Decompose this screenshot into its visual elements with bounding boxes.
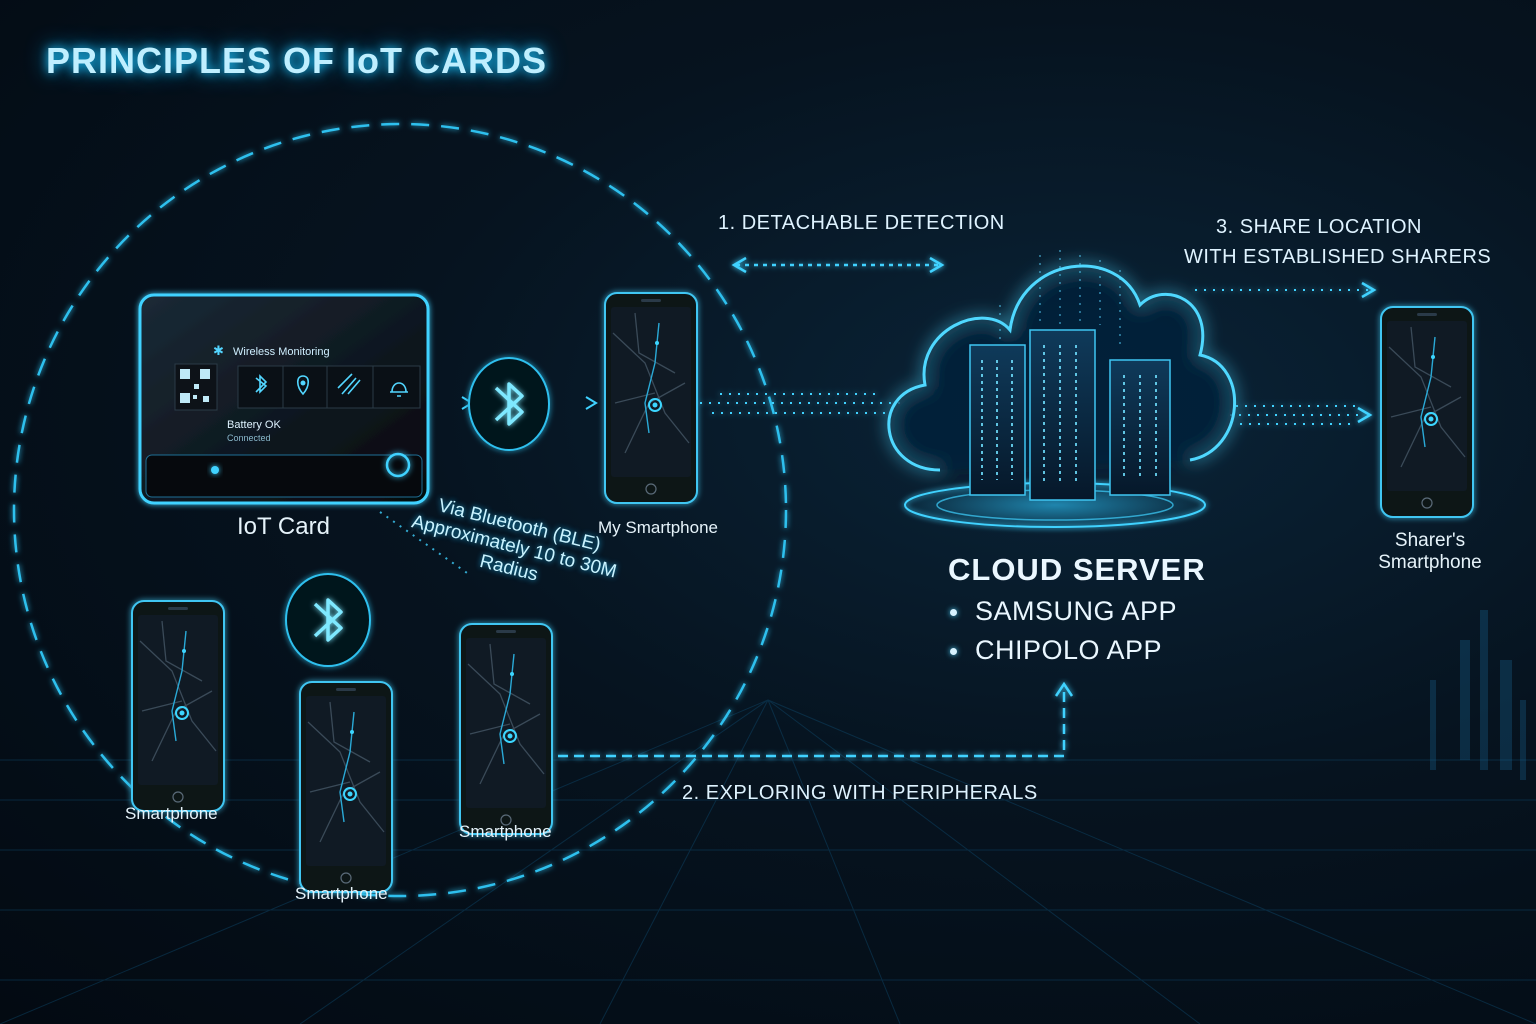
bluetooth-badge-peripheral: [285, 573, 371, 667]
cloud-server-title: CLOUD SERVER: [948, 552, 1206, 587]
step1-label: 1. DETACHABLE DETECTION: [718, 212, 1005, 234]
phone-to-cloud-stream: [700, 393, 900, 414]
cloud-app-list: SAMSUNG APP CHIPOLO APP: [950, 596, 1177, 674]
my-smartphone: [605, 293, 697, 503]
floor-grid: [0, 699, 1536, 1024]
iot-card-label: IoT Card: [237, 513, 330, 540]
smartphone-left-label: Smartphone: [125, 804, 218, 823]
card-status-text: Connected: [227, 433, 271, 443]
signal-icon: [337, 373, 361, 395]
bluetooth-icon: [255, 374, 268, 394]
card-monitoring-text: Wireless Monitoring: [233, 346, 330, 358]
smartphone-right-label: Smartphone: [459, 822, 552, 841]
sharers-label-line1: Sharer's: [1394, 530, 1466, 551]
smartphone-left: [132, 601, 224, 811]
step3-line1: 3. SHARE LOCATION: [1216, 216, 1422, 238]
sharers-smartphone: [1381, 307, 1473, 517]
bluetooth-badge-main: [468, 357, 550, 451]
smartphone-bottom-label: Smartphone: [295, 884, 388, 903]
detachable-detection-arrow: [731, 256, 945, 274]
data-bars-decoration: [1430, 610, 1526, 780]
smartphone-right: [460, 624, 552, 834]
page-title: PRINCIPLES OF IoT CARDS: [46, 40, 548, 81]
bullet-icon: [950, 609, 957, 617]
bell-icon: [390, 382, 408, 397]
cloud-app-name: SAMSUNG APP: [975, 596, 1178, 626]
step3-label: 3. SHARE LOCATION WITH ESTABLISHED SHARE…: [1184, 212, 1492, 272]
my-smartphone-label: My Smartphone: [598, 518, 718, 537]
bullet-icon: [950, 648, 957, 656]
iot-card: [138, 293, 430, 505]
cloud-to-sharer-stream: [1195, 289, 1370, 425]
sharers-label-line2: Smartphone: [1378, 552, 1482, 573]
step2-label: 2. EXPLORING WITH PERIPHERALS: [682, 782, 1038, 804]
cloud-app-name: CHIPOLO APP: [975, 635, 1163, 665]
location-pin-icon: [296, 375, 310, 396]
ble-range-circle: [12, 122, 788, 898]
cloud-server: [887, 250, 1236, 533]
cloud-app-item: CHIPOLO APP: [950, 635, 1177, 666]
step3-line2: WITH ESTABLISHED SHARERS: [1184, 246, 1492, 268]
cloud-app-item: SAMSUNG APP: [950, 596, 1177, 627]
card-battery-text: Battery OK: [227, 419, 281, 431]
smartphone-bottom: [300, 682, 392, 892]
card-bluetooth-icon: ✱: [213, 343, 224, 358]
sharers-smartphone-label: Sharer's Smartphone: [1374, 530, 1486, 574]
peripheral-to-cloud-arrow: [558, 690, 1066, 758]
